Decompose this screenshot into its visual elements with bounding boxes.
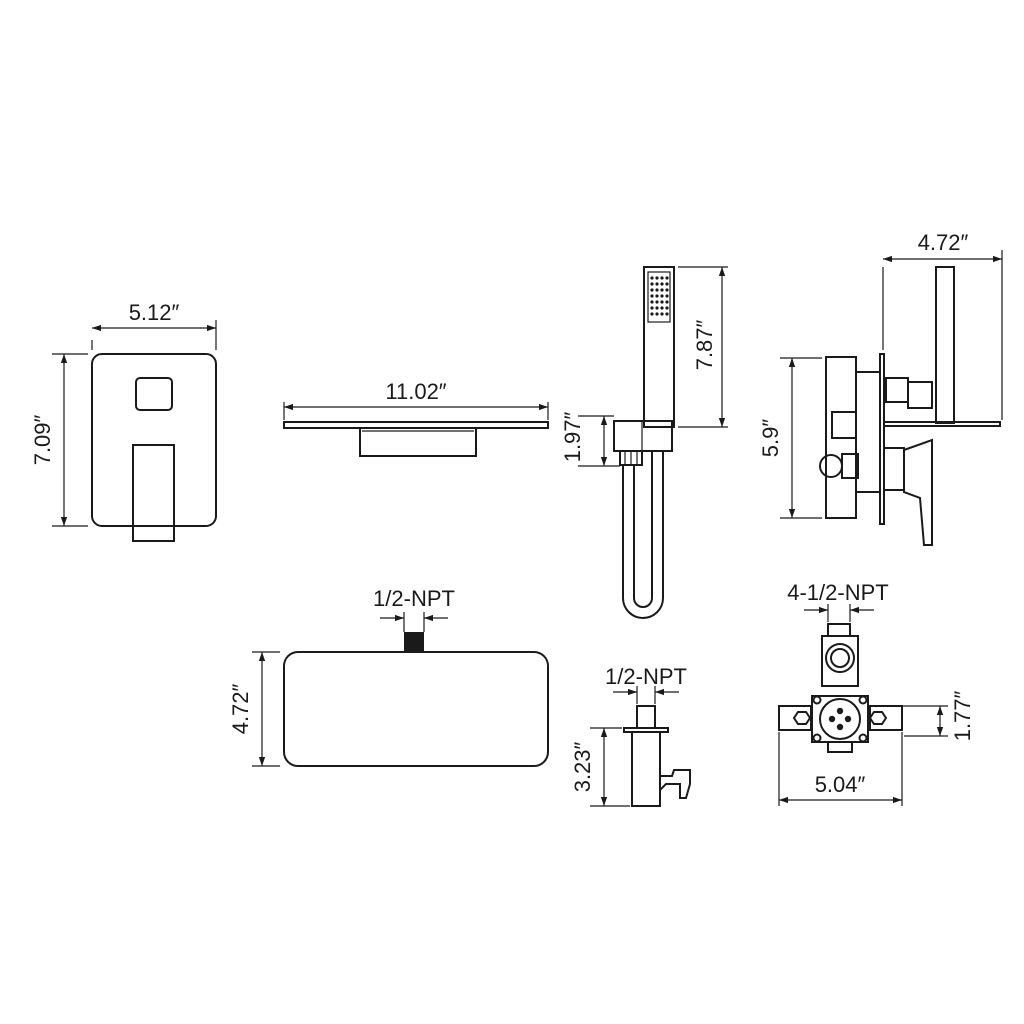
handshower-length-label: 7.87″ xyxy=(692,319,717,370)
spout-top-view: 1/2-NPT 4.72″ xyxy=(228,586,549,767)
spout-box-height-label: 4.72″ xyxy=(228,683,253,734)
wall-outlet-view: 1/2-NPT 3.23″ xyxy=(570,664,691,807)
hose-outer xyxy=(622,452,664,619)
rough-in-valve-view: 4-1/2-NPT 1.77″ 5.04″ xyxy=(778,580,975,806)
rough-width-label: 5.04″ xyxy=(815,772,866,797)
rough-top-pipe xyxy=(821,635,859,687)
spout-body xyxy=(359,427,477,457)
outlet-nipple xyxy=(636,705,656,729)
valve-cartridge xyxy=(883,447,905,491)
rough-top-inlet xyxy=(827,623,851,637)
trim-plate xyxy=(91,353,217,527)
handshower-view: 7.87″ 1.97″ xyxy=(560,266,728,619)
trim-width-label: 5.12″ xyxy=(129,300,180,325)
valve-fitting xyxy=(831,411,857,439)
valve-cap xyxy=(907,381,933,409)
lever-handle xyxy=(132,444,175,542)
outlet-height-label: 3.23″ xyxy=(570,741,595,792)
valve-housing xyxy=(855,371,881,493)
spray-nozzles xyxy=(650,276,669,316)
trim-plate-view: 5.12″ 7.09″ xyxy=(30,300,217,542)
outlet-body xyxy=(631,731,661,807)
trim-height-label: 7.09″ xyxy=(30,414,55,465)
diverter-handle xyxy=(935,266,955,424)
valve-height-label: 5.9″ xyxy=(758,419,783,458)
rough-top-port xyxy=(825,643,855,673)
handshower-handle xyxy=(643,266,675,428)
rough-right-nut xyxy=(868,711,888,725)
valve-lever xyxy=(903,438,933,546)
outlet-holder-hook xyxy=(659,769,691,799)
valve-port xyxy=(819,454,843,478)
rough-left-nut xyxy=(792,711,812,725)
hose-inner xyxy=(633,452,653,608)
rough-npt-label: 4-1/2-NPT xyxy=(787,580,888,605)
valve-port-nut xyxy=(841,453,859,479)
trim-edge xyxy=(883,421,1001,427)
valve-depth-label: 4.72″ xyxy=(918,230,969,255)
rough-height-label: 1.77″ xyxy=(950,690,975,741)
rough-bottom-outlet xyxy=(827,741,853,753)
valve-mounting-plate xyxy=(879,353,885,525)
spout-npt-label: 1/2-NPT xyxy=(373,586,455,611)
spray-face xyxy=(647,271,671,323)
spout-top-outline xyxy=(283,651,549,767)
rough-cartridge-seat xyxy=(819,698,861,740)
valve-side-view: 4.72″ 5.9″ xyxy=(758,230,1003,546)
valve-stem xyxy=(885,377,909,403)
spout-length-label: 11.02″ xyxy=(385,379,446,404)
spout-side-view: 11.02″ xyxy=(283,379,549,457)
outlet-npt-label: 1/2-NPT xyxy=(605,664,687,689)
holder-height-label: 1.97″ xyxy=(560,411,585,462)
spout-inlet xyxy=(404,632,424,652)
trim-button xyxy=(135,377,173,411)
